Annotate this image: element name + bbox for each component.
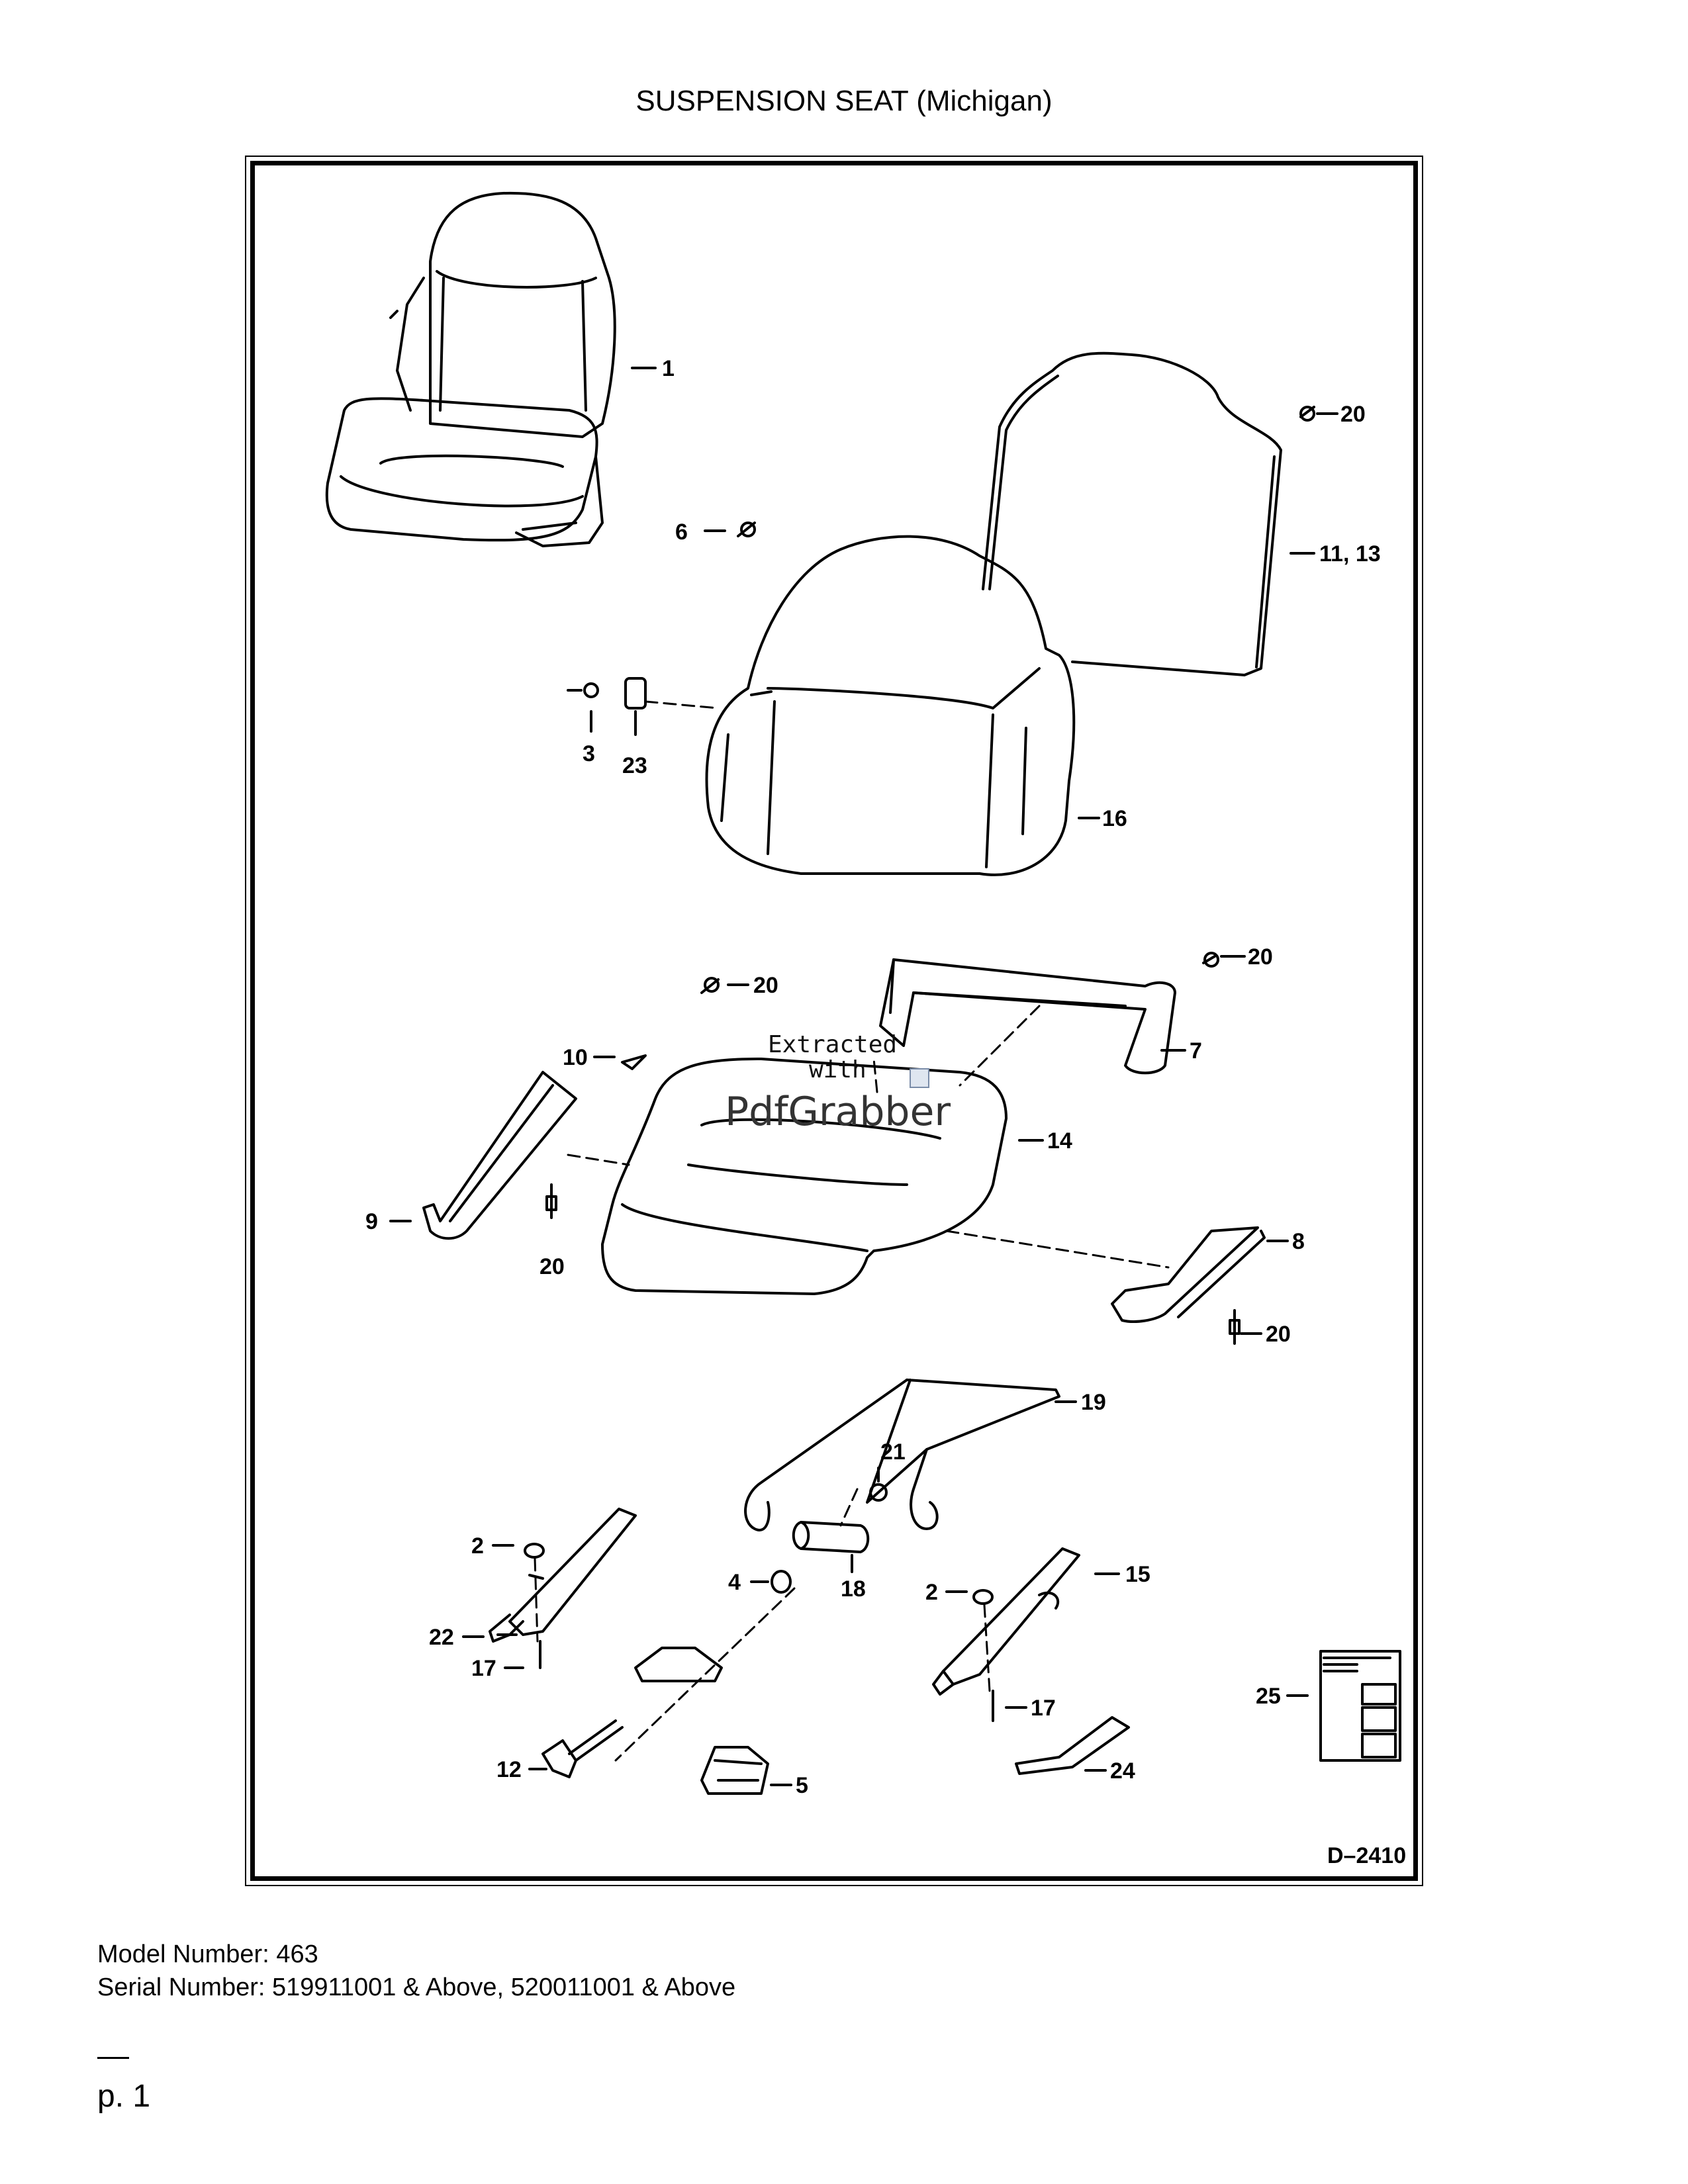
callout-3: 3 [583, 741, 595, 766]
callout-20-bracket: 20 [1248, 944, 1273, 970]
callout-21: 21 [880, 1439, 906, 1465]
page-number: p. 1 [97, 2079, 151, 2114]
callout-17-left: 17 [471, 1656, 496, 1681]
callout-8: 8 [1292, 1229, 1305, 1254]
release-cable-illustration [744, 1379, 1060, 1531]
watermark-line-3: PdfGrabber [725, 1089, 951, 1135]
watermark-logo-icon [910, 1068, 929, 1088]
serial-number: Serial Number: 519911001 & Above, 520011… [97, 1974, 736, 2001]
knob-bracket-illustration [634, 1647, 723, 1682]
callout-11-13: 11, 13 [1319, 541, 1381, 567]
callout-18: 18 [841, 1576, 866, 1602]
page-number-rule [97, 2057, 129, 2059]
back-cover-panel-illustration [982, 351, 1282, 676]
callout-4: 4 [728, 1570, 741, 1595]
page-title: SUSPENSION SEAT (Michigan) [635, 85, 1053, 117]
fastener-illustrations [496, 406, 1315, 1722]
assembly-lines [534, 700, 1170, 1762]
callout-19: 19 [1081, 1390, 1106, 1415]
leader-lines [389, 367, 1338, 1786]
seat-back-cushion-illustration [705, 535, 1076, 876]
tube-illustration [792, 1521, 870, 1553]
drawing-number: D–2410 [1327, 1843, 1406, 1868]
seat-bottom-cushion-illustration [601, 1058, 1008, 1295]
callout-10: 10 [563, 1045, 588, 1070]
adjustment-knob-illustration [541, 1719, 624, 1778]
watermark-line-1: Extracted [768, 1031, 897, 1058]
callout-9: 9 [365, 1209, 378, 1234]
model-number: Model Number: 463 [97, 1940, 318, 1968]
callout-7: 7 [1190, 1038, 1202, 1064]
callout-23: 23 [622, 753, 647, 778]
callout-6: 6 [675, 520, 688, 545]
callout-5: 5 [796, 1773, 808, 1798]
callout-20-left-rail: 20 [539, 1254, 565, 1279]
seat-assembly-illustration [325, 191, 616, 547]
callout-2-left: 2 [471, 1533, 484, 1559]
handle-illustration [700, 1746, 769, 1795]
right-seat-rail-illustration [1111, 1226, 1266, 1323]
diagram-frame-outer [245, 156, 1423, 1886]
left-seat-rail-illustration [422, 1071, 577, 1240]
callout-12: 12 [496, 1757, 522, 1782]
back-mounting-bracket-illustration [879, 958, 1176, 1075]
callout-20-top: 20 [1340, 402, 1366, 427]
decal-sheet-illustration [1319, 1650, 1401, 1762]
callout-15: 15 [1125, 1562, 1150, 1587]
left-slide-track-illustration [489, 1508, 637, 1643]
callout-20-mid: 20 [753, 973, 778, 998]
callout-labels: 1 20 6 11, 13 3 23 16 20 20 7 10 14 9 8 … [365, 356, 1406, 1868]
callout-25: 25 [1256, 1684, 1281, 1709]
callout-17-right: 17 [1031, 1696, 1056, 1721]
callout-22: 22 [429, 1625, 454, 1650]
callout-14: 14 [1047, 1128, 1072, 1154]
right-slide-track-illustration [932, 1547, 1080, 1696]
callout-1: 1 [662, 356, 675, 381]
watermark-line-2: with [809, 1056, 867, 1083]
callout-24: 24 [1110, 1758, 1135, 1784]
strap-illustration [1015, 1716, 1130, 1775]
callout-2-right: 2 [925, 1580, 938, 1605]
callout-20-right-rail: 20 [1266, 1322, 1291, 1347]
watermark: Extracted with PdfGrabber [725, 1031, 951, 1135]
diagram-frame [250, 161, 1418, 1881]
callout-16: 16 [1102, 806, 1127, 831]
